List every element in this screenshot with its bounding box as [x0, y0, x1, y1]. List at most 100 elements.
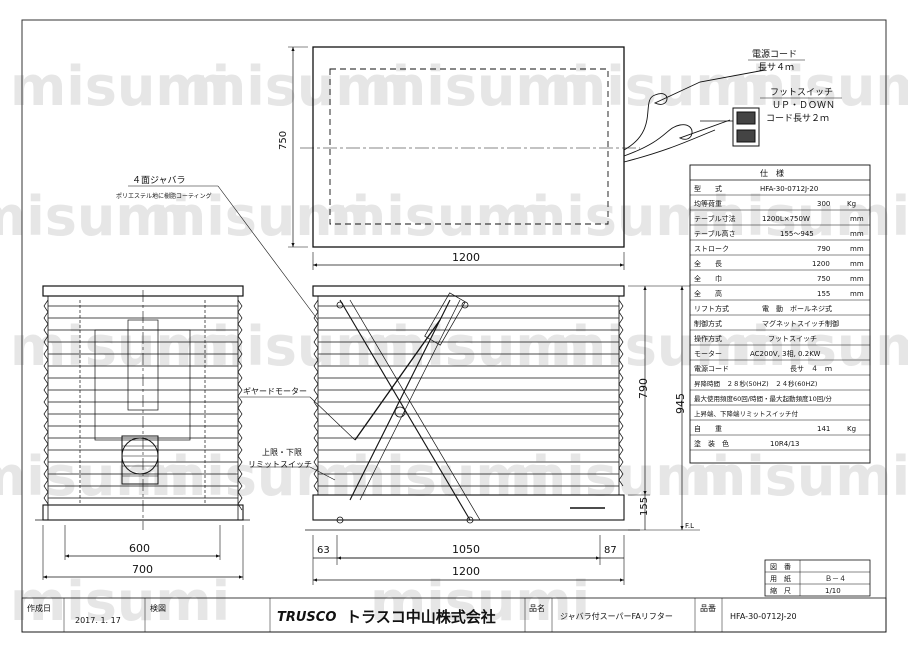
spec-value: 10R4/13	[770, 440, 800, 448]
spec-value: 155～945	[780, 230, 814, 238]
spec-row: 操作方式 フットスイッチ	[690, 334, 870, 346]
trusco-logo: TRUSCO	[277, 610, 336, 625]
svg-text:misumi: misumi	[150, 445, 370, 508]
top-view	[288, 46, 766, 270]
svg-text:misumi: misumi	[730, 315, 908, 378]
power-cord-length: 長サ４ｍ	[758, 62, 794, 73]
svg-text:misumi: misumi	[550, 315, 770, 378]
svg-text:misumi: misumi	[510, 445, 730, 508]
side-dimensions	[312, 285, 700, 585]
limit-switch-label-1: 上限・下限	[262, 448, 302, 457]
spec-label: モーター	[694, 349, 722, 358]
dim-side-right: 87	[604, 545, 617, 556]
created-date: 2017. 1. 17	[75, 616, 121, 625]
bellows-note: ポリエステル地に樹脂コーティング	[116, 192, 212, 200]
spec-row: 塗 装 色 10R4/13	[690, 439, 870, 451]
power-cord-label: 電源コード	[752, 49, 797, 60]
drawing-info-box: 図 番 用 紙 Ｂ－４ 縮 尺 1/10	[764, 559, 871, 597]
spec-unit: mm	[850, 290, 864, 298]
spec-unit: mm	[850, 245, 864, 253]
scale-label: 縮 尺	[770, 586, 791, 595]
paper-size-value: Ｂ－４	[825, 575, 846, 583]
spec-value: フットスイッチ	[768, 335, 817, 343]
spec-label: 塗 装 色	[694, 439, 729, 448]
spec-label: 制御方式	[694, 319, 722, 328]
spec-unit: mm	[850, 215, 864, 223]
spec-unit: mm	[850, 230, 864, 238]
svg-text:misumi: misumi	[10, 55, 230, 118]
svg-text:misumi: misumi	[330, 185, 550, 248]
svg-text:misumi: misumi	[330, 445, 550, 508]
spec-unit: Kg	[847, 200, 856, 208]
geared-motor-label: ギヤードモーター	[243, 387, 307, 396]
spec-row: 全 高 155 mm	[690, 289, 870, 301]
dim-side-center: 1050	[452, 543, 480, 556]
spec-row: テーブル高さ 155～945 mm	[690, 229, 870, 241]
spec-row: 型 式 HFA-30-0712J-20	[690, 184, 870, 196]
spec-value: 141	[817, 425, 830, 433]
component-callouts	[128, 185, 356, 481]
foot-switch-label: フットスイッチ	[770, 87, 833, 98]
svg-text:misumi: misumi	[510, 185, 730, 248]
paper-size-label: 用 紙	[770, 574, 791, 583]
spec-value: HFA-30-0712J-20	[760, 185, 818, 193]
dim-top-width: 1200	[452, 251, 480, 264]
spec-unit: mm	[850, 260, 864, 268]
dim-front-inner: 600	[129, 542, 150, 555]
spec-label: 操作方式	[694, 334, 722, 343]
svg-text:misumi: misumi	[190, 55, 410, 118]
spec-value: 790	[817, 245, 830, 253]
dim-height: 945	[674, 393, 687, 414]
spec-row: 全 長 1200 mm	[690, 259, 870, 271]
spec-note: 最大使用頻度60回/時間・最大起動頻度10回/分	[694, 394, 832, 403]
spec-unit: mm	[850, 275, 864, 283]
spec-label: 全 巾	[694, 274, 722, 283]
spec-value: 長サ ４ ｍ	[790, 365, 832, 373]
title-block: 作成日 2017. 1. 17 検図 TRUSCO トラスコ中山株式会社 品名 …	[21, 597, 887, 633]
spec-value: 電 動 ボールネジ式	[762, 304, 832, 313]
dim-closed: 155	[639, 497, 650, 516]
watermark: misumi misumi misumi misumi misumi misum…	[0, 55, 908, 633]
bellows-label: ４面ジャバラ	[132, 175, 186, 186]
svg-text:misumi: misumi	[730, 55, 908, 118]
dim-stroke: 790	[637, 378, 650, 399]
svg-text:misumi: misumi	[10, 570, 230, 633]
svg-text:misumi: misumi	[150, 185, 370, 248]
foot-switch-updown: ＵＰ・ＤＯＷＮ	[772, 101, 835, 111]
company-name: トラスコ中山株式会社	[346, 608, 496, 626]
spec-unit: Kg	[847, 425, 856, 433]
cord-callouts: 電源コード 長サ４ｍ フットスイッチ ＵＰ・ＤＯＷＮ コード長サ２ｍ	[748, 49, 842, 124]
svg-text:misumi: misumi	[690, 445, 908, 508]
spec-value: 1200L×750W	[762, 215, 810, 223]
front-view	[35, 285, 250, 530]
spec-label: ストローク	[694, 245, 729, 253]
spec-row: 自 重 141 Kg	[690, 424, 870, 436]
spec-row: リフト方式 電 動 ボールネジ式	[690, 304, 870, 316]
dim-side-total: 1200	[452, 565, 480, 578]
created-label: 作成日	[27, 603, 51, 613]
spec-label: 均等荷重	[694, 199, 722, 208]
spec-note: 上昇端、下降端リミットスイッチ付	[694, 409, 799, 418]
svg-text:misumi: misumi	[0, 185, 190, 248]
svg-text:misumi: misumi	[370, 55, 590, 118]
spec-row: 制御方式 マグネットスイッチ制御	[690, 319, 870, 331]
spec-value: マグネットスイッチ制御	[762, 319, 839, 328]
front-dimensions	[42, 525, 244, 580]
spec-value: 155	[817, 290, 830, 298]
floor-level-label: F.L	[685, 522, 694, 530]
spec-row: モーター AC200V, 3相, 0.2KW	[690, 349, 870, 361]
dim-top-depth: 750	[278, 131, 289, 150]
spec-row: 均等荷重 300 Kg	[690, 199, 870, 211]
svg-text:misumi: misumi	[690, 185, 908, 248]
limit-switch-label-2: リミットスイッチ	[248, 460, 312, 469]
spec-label: 全 長	[694, 259, 722, 268]
spec-label: 自 重	[694, 424, 722, 433]
checked-label: 検図	[150, 603, 166, 613]
spec-table: 仕 様 型 式 HFA-30-0712J-20 均等荷重 300 Kg テーブル…	[689, 164, 871, 464]
spec-value: 1200	[812, 260, 830, 268]
spec-label: テーブル寸法	[694, 214, 736, 223]
spec-row: 電源コード 長サ ４ ｍ	[690, 364, 870, 376]
side-bellows	[313, 299, 624, 493]
product-code-label: 品番	[700, 603, 716, 613]
